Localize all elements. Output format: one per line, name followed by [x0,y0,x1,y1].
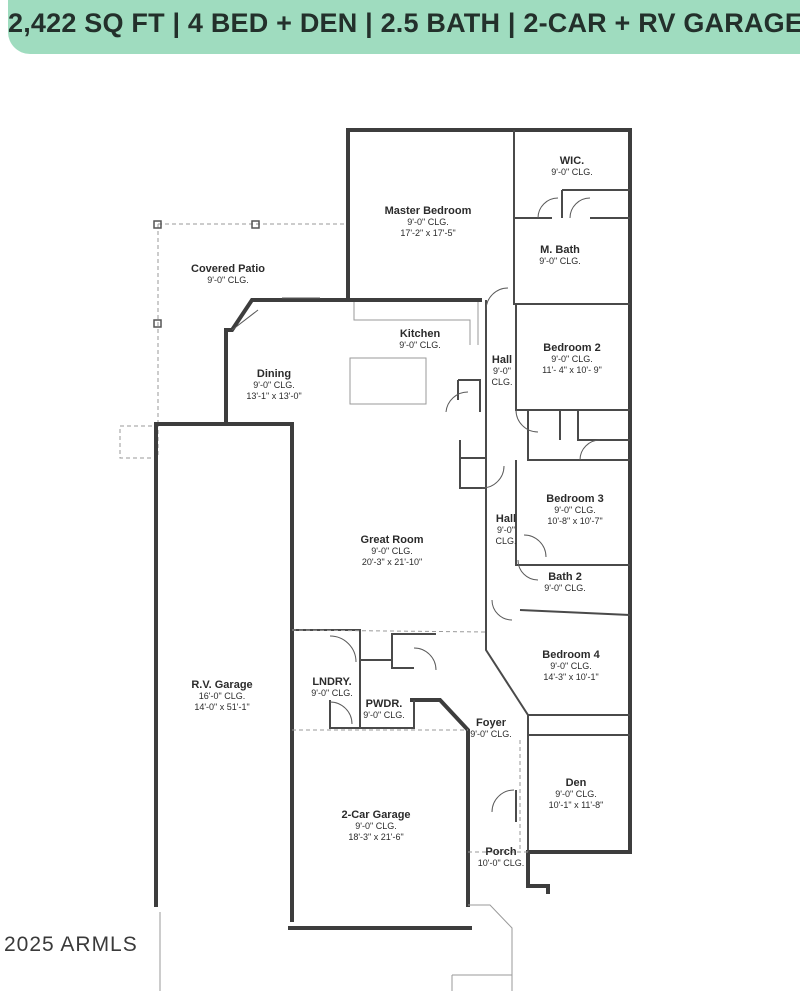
svg-text:9'-0" CLG.: 9'-0" CLG. [311,688,352,698]
svg-text:9'-0" CLG.: 9'-0" CLG. [544,583,585,593]
svg-text:9'-0" CLG.: 9'-0" CLG. [470,729,511,739]
svg-text:R.V. Garage: R.V. Garage [191,679,252,691]
svg-text:2-Car Garage: 2-Car Garage [341,809,410,821]
svg-text:20'-3" x 21'-10": 20'-3" x 21'-10" [362,557,422,567]
svg-text:LNDRY.: LNDRY. [312,676,351,688]
svg-text:9'-0": 9'-0" [497,525,515,535]
svg-text:Kitchen: Kitchen [400,328,441,340]
svg-text:Great Room: Great Room [361,534,424,546]
svg-text:WIC.: WIC. [560,155,584,167]
svg-text:Hall: Hall [496,513,516,525]
svg-text:M. Bath: M. Bath [540,244,580,256]
svg-text:17'-2" x 17'-5": 17'-2" x 17'-5" [400,228,455,238]
svg-text:Bath 2: Bath 2 [548,571,582,583]
svg-text:CLG.: CLG. [491,377,512,387]
room-rv-garage: R.V. Garage 16'-0" CLG. 14'-0" x 51'-1" [191,679,252,712]
svg-text:PWDR.: PWDR. [366,698,403,710]
copyright-watermark: 2025 ARMLS [4,933,138,956]
driveway-lines [159,904,513,991]
room-hall-1: Hall 9'-0" CLG. [491,354,512,387]
svg-text:Covered Patio: Covered Patio [191,263,265,275]
svg-text:10'-8" x 10'-7": 10'-8" x 10'-7" [547,516,602,526]
svg-text:14'-0" x 51'-1": 14'-0" x 51'-1" [194,702,249,712]
svg-text:9'-0" CLG.: 9'-0" CLG. [550,661,591,671]
svg-text:9'-0" CLG.: 9'-0" CLG. [355,821,396,831]
svg-text:16'-0" CLG.: 16'-0" CLG. [199,691,245,701]
room-bedroom-3: Bedroom 3 9'-0" CLG. 10'-8" x 10'-7" [546,493,603,526]
room-bedroom-2: Bedroom 2 9'-0" CLG. 11'- 4" x 10'- 9" [542,342,602,375]
svg-text:9'-0" CLG.: 9'-0" CLG. [551,167,592,177]
svg-text:Bedroom 4: Bedroom 4 [542,649,600,661]
interior-walls [291,130,631,853]
room-hall-2: Hall 9'-0" CLG. [495,513,516,546]
svg-text:9'-0" CLG.: 9'-0" CLG. [363,710,404,720]
svg-text:10'-1" x 11'-8": 10'-1" x 11'-8" [549,800,604,810]
svg-text:11'- 4" x 10'- 9": 11'- 4" x 10'- 9" [542,365,602,375]
room-powder: PWDR. 9'-0" CLG. [363,698,404,720]
svg-text:Porch: Porch [485,846,516,858]
svg-text:CLG.: CLG. [495,536,516,546]
svg-text:9'-0" CLG.: 9'-0" CLG. [207,275,248,285]
svg-text:9'-0" CLG.: 9'-0" CLG. [555,789,596,799]
room-great-room: Great Room 9'-0" CLG. 20'-3" x 21'-10" [361,534,424,567]
door-swings [231,197,601,813]
room-porch: Porch 10'-0" CLG. [478,846,524,868]
svg-text:Dining: Dining [257,368,291,380]
svg-text:Hall: Hall [492,354,512,366]
room-covered-patio: Covered Patio 9'-0" CLG. [191,263,265,285]
svg-text:9'-0" CLG.: 9'-0" CLG. [554,505,595,515]
room-den: Den 9'-0" CLG. 10'-1" x 11'-8" [549,777,604,810]
home-summary: 2,422 SQ FT | 4 BED + DEN | 2.5 BATH | 2… [8,8,800,38]
room-laundry: LNDRY. 9'-0" CLG. [311,676,352,698]
svg-text:Den: Den [566,777,587,789]
room-two-car-garage: 2-Car Garage 9'-0" CLG. 18'-3" x 21'-6" [341,809,410,842]
svg-text:9'-0" CLG.: 9'-0" CLG. [371,546,412,556]
svg-text:9'-0" CLG.: 9'-0" CLG. [539,256,580,266]
svg-text:9'-0": 9'-0" [493,366,511,376]
svg-text:9'-0" CLG.: 9'-0" CLG. [253,380,294,390]
room-bath-2: Bath 2 9'-0" CLG. [544,571,585,593]
room-wic: WIC. 9'-0" CLG. [551,155,592,177]
room-bedroom-4: Bedroom 4 9'-0" CLG. 14'-3" x 10'-1" [542,649,600,682]
room-kitchen: Kitchen 9'-0" CLG. [399,328,440,350]
header-banner: 2,422 SQ FT | 4 BED + DEN | 2.5 BATH | 2… [8,0,800,54]
room-dining: Dining 9'-0" CLG. 13'-1" x 13'-0" [246,368,301,401]
room-master-bedroom: Master Bedroom 9'-0" CLG. 17'-2" x 17'-5… [385,205,472,238]
svg-text:Bedroom 2: Bedroom 2 [543,342,600,354]
svg-text:9'-0" CLG.: 9'-0" CLG. [399,340,440,350]
room-m-bath: M. Bath 9'-0" CLG. [539,244,580,266]
svg-text:9'-0" CLG.: 9'-0" CLG. [551,354,592,364]
svg-text:9'-0" CLG.: 9'-0" CLG. [407,217,448,227]
svg-text:10'-0" CLG.: 10'-0" CLG. [478,858,524,868]
svg-text:18'-3" x 21'-6": 18'-3" x 21'-6" [348,832,403,842]
svg-text:Bedroom 3: Bedroom 3 [546,493,603,505]
svg-text:Master Bedroom: Master Bedroom [385,205,472,217]
svg-text:14'-3" x 10'-1": 14'-3" x 10'-1" [543,672,598,682]
svg-text:Foyer: Foyer [476,717,507,729]
room-foyer: Foyer 9'-0" CLG. [470,717,511,739]
svg-text:13'-1" x 13'-0": 13'-1" x 13'-0" [246,391,301,401]
